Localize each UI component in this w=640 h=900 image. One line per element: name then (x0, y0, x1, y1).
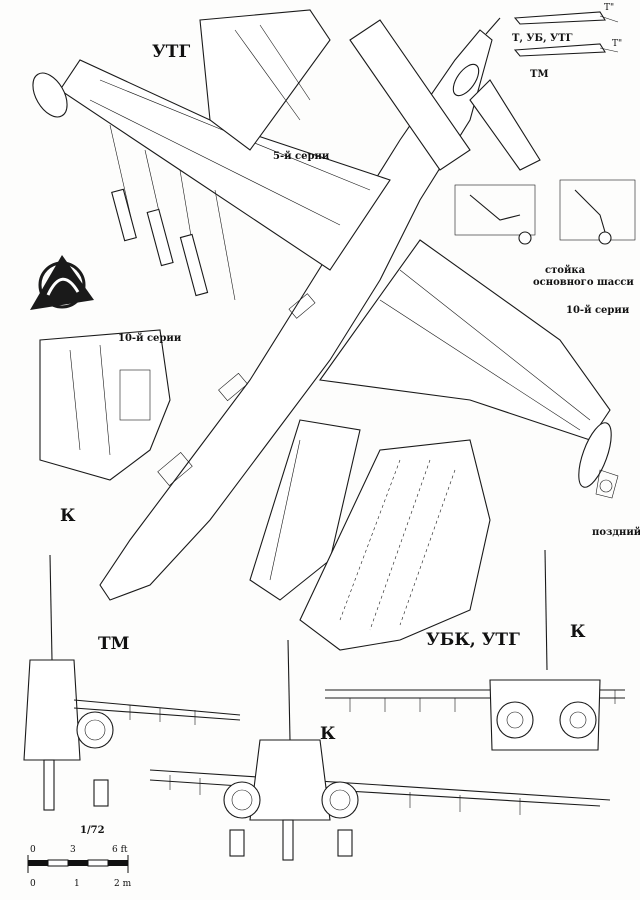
label-pozdniy: поздний (592, 527, 640, 538)
label-t-mark-2: Т" (612, 39, 623, 49)
scale-bar (27, 855, 129, 873)
label-t-ub-utg: Т, УБ, УТГ (512, 33, 573, 44)
sukhoi-emblem (30, 255, 94, 310)
label-ubk-utg: УБК, УТГ (426, 630, 520, 650)
scale-m-1: 1 (74, 879, 80, 889)
scale-m-0: 0 (30, 879, 36, 889)
scale-m-2: 2 m (114, 879, 132, 889)
label-k-center: К (320, 724, 336, 744)
label-tm-front: ТМ (98, 634, 130, 654)
scale-ratio: 1/72 (80, 825, 105, 836)
rear-view-right (325, 549, 625, 751)
label-k-left: К (60, 506, 76, 526)
scale-ft-3: 3 (70, 845, 76, 855)
label-tm-profile: ТМ (530, 69, 549, 80)
label-utg: УТГ (152, 42, 191, 62)
label-k-right: К (570, 622, 586, 642)
front-view-center (149, 639, 611, 861)
label-gear-line2: основного шасси (533, 277, 634, 288)
label-gear-line1: стойка (545, 265, 586, 276)
profile-sections (513, 11, 619, 57)
lower-wing-panel (299, 439, 491, 651)
label-series10-right: 10-й серии (566, 305, 630, 316)
scale-ft-0: 0 (30, 845, 36, 855)
plan-view-top (32, 9, 612, 601)
front-view-left (23, 554, 241, 811)
scale-ft-6: 6 ft (112, 845, 128, 855)
label-series5: 5-й серии (273, 151, 330, 162)
left-panel-series10 (39, 329, 171, 481)
label-t-mark-1: Т" (604, 3, 615, 13)
main-gear-detail (454, 179, 636, 499)
label-series10-left: 10-й серии (118, 333, 182, 344)
